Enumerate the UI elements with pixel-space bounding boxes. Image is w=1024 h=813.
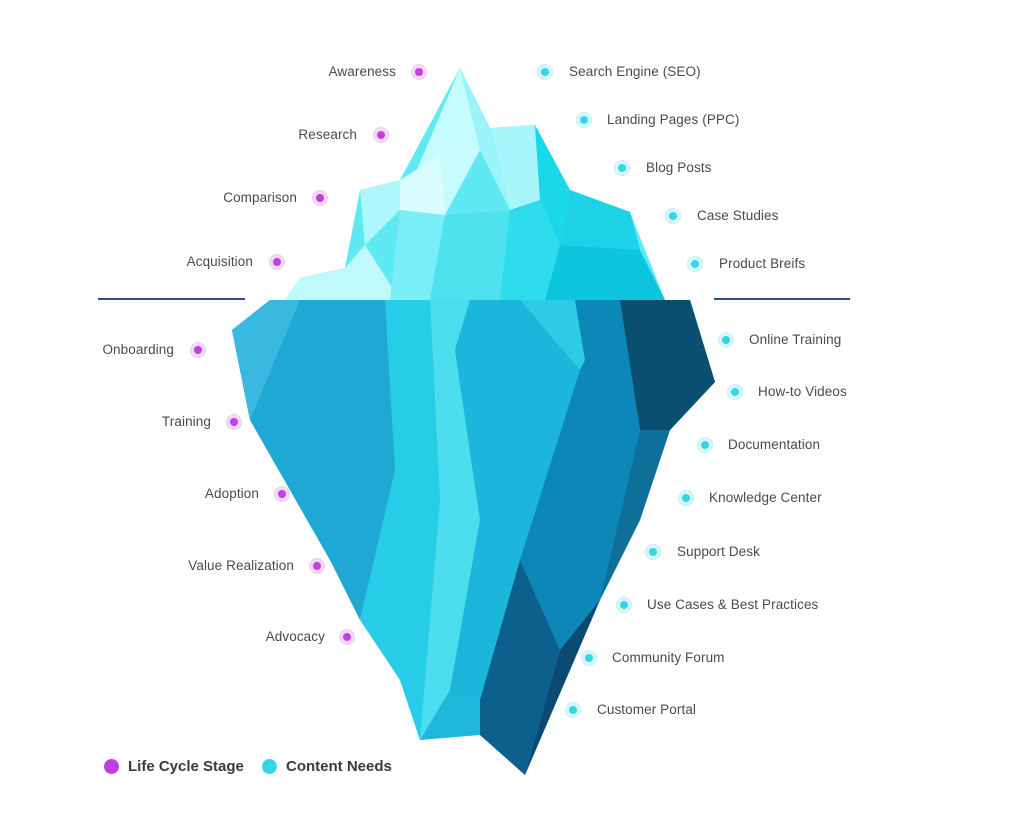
content-label-how-to-videos: How-to Videos	[758, 384, 847, 399]
iceberg-underwater	[232, 300, 715, 775]
content-label-use-cases: Use Cases & Best Practices	[647, 597, 819, 612]
legend-content-label: Content Needs	[286, 758, 392, 775]
content-dot-support-desk	[649, 548, 657, 556]
stage-dot-value-realization	[313, 562, 321, 570]
stage-label-adoption: Adoption	[204, 486, 259, 501]
stage-label-comparison: Comparison	[223, 190, 297, 205]
content-label-blog-posts: Blog Posts	[646, 160, 712, 175]
stage-dot-awareness	[415, 68, 423, 76]
content-dot-how-to-videos	[731, 388, 739, 396]
legend-stage-dot	[104, 759, 119, 774]
content-dot-documentation	[701, 441, 709, 449]
content-label-support-desk: Support Desk	[677, 544, 760, 559]
stage-dot-onboarding	[194, 346, 202, 354]
content-dot-use-cases	[620, 601, 628, 609]
content-dot-landing-pages	[580, 116, 588, 124]
stage-label-onboarding: Onboarding	[102, 342, 174, 357]
legend-stage-label: Life Cycle Stage	[128, 758, 244, 775]
stage-label-awareness: Awareness	[328, 64, 396, 79]
content-dot-product-briefs	[691, 260, 699, 268]
legend-content-dot	[262, 759, 277, 774]
content-label-customer-portal: Customer Portal	[597, 702, 697, 717]
stage-label-advocacy: Advocacy	[265, 629, 325, 644]
content-dot-blog-posts	[618, 164, 626, 172]
stage-dot-acquisition	[273, 258, 281, 266]
stage-label-training: Training	[161, 414, 211, 429]
content-dot-customer-portal	[569, 706, 577, 714]
content-label-online-training: Online Training	[749, 332, 842, 347]
stage-dot-advocacy	[343, 633, 351, 641]
stage-dot-adoption	[278, 490, 286, 498]
content-label-knowledge-center: Knowledge Center	[709, 490, 822, 505]
content-label-community-forum: Community Forum	[612, 650, 725, 665]
content-label-case-studies: Case Studies	[697, 208, 779, 223]
stage-dot-training	[230, 418, 238, 426]
stage-label-research: Research	[298, 127, 357, 142]
content-label-seo: Search Engine (SEO)	[569, 64, 701, 79]
content-dot-knowledge-center	[682, 494, 690, 502]
iceberg-tip	[285, 68, 665, 300]
content-dot-seo	[541, 68, 549, 76]
stage-dot-comparison	[316, 194, 324, 202]
content-dot-online-training	[722, 336, 730, 344]
stage-label-acquisition: Acquisition	[186, 254, 253, 269]
content-dot-case-studies	[669, 212, 677, 220]
content-label-product-briefs: Product Breifs	[719, 256, 806, 271]
stage-label-value-realization: Value Realization	[188, 558, 294, 573]
content-label-documentation: Documentation	[728, 437, 821, 452]
stage-dot-research	[377, 131, 385, 139]
content-dot-community-forum	[585, 654, 593, 662]
content-label-landing-pages: Landing Pages (PPC)	[607, 112, 740, 127]
